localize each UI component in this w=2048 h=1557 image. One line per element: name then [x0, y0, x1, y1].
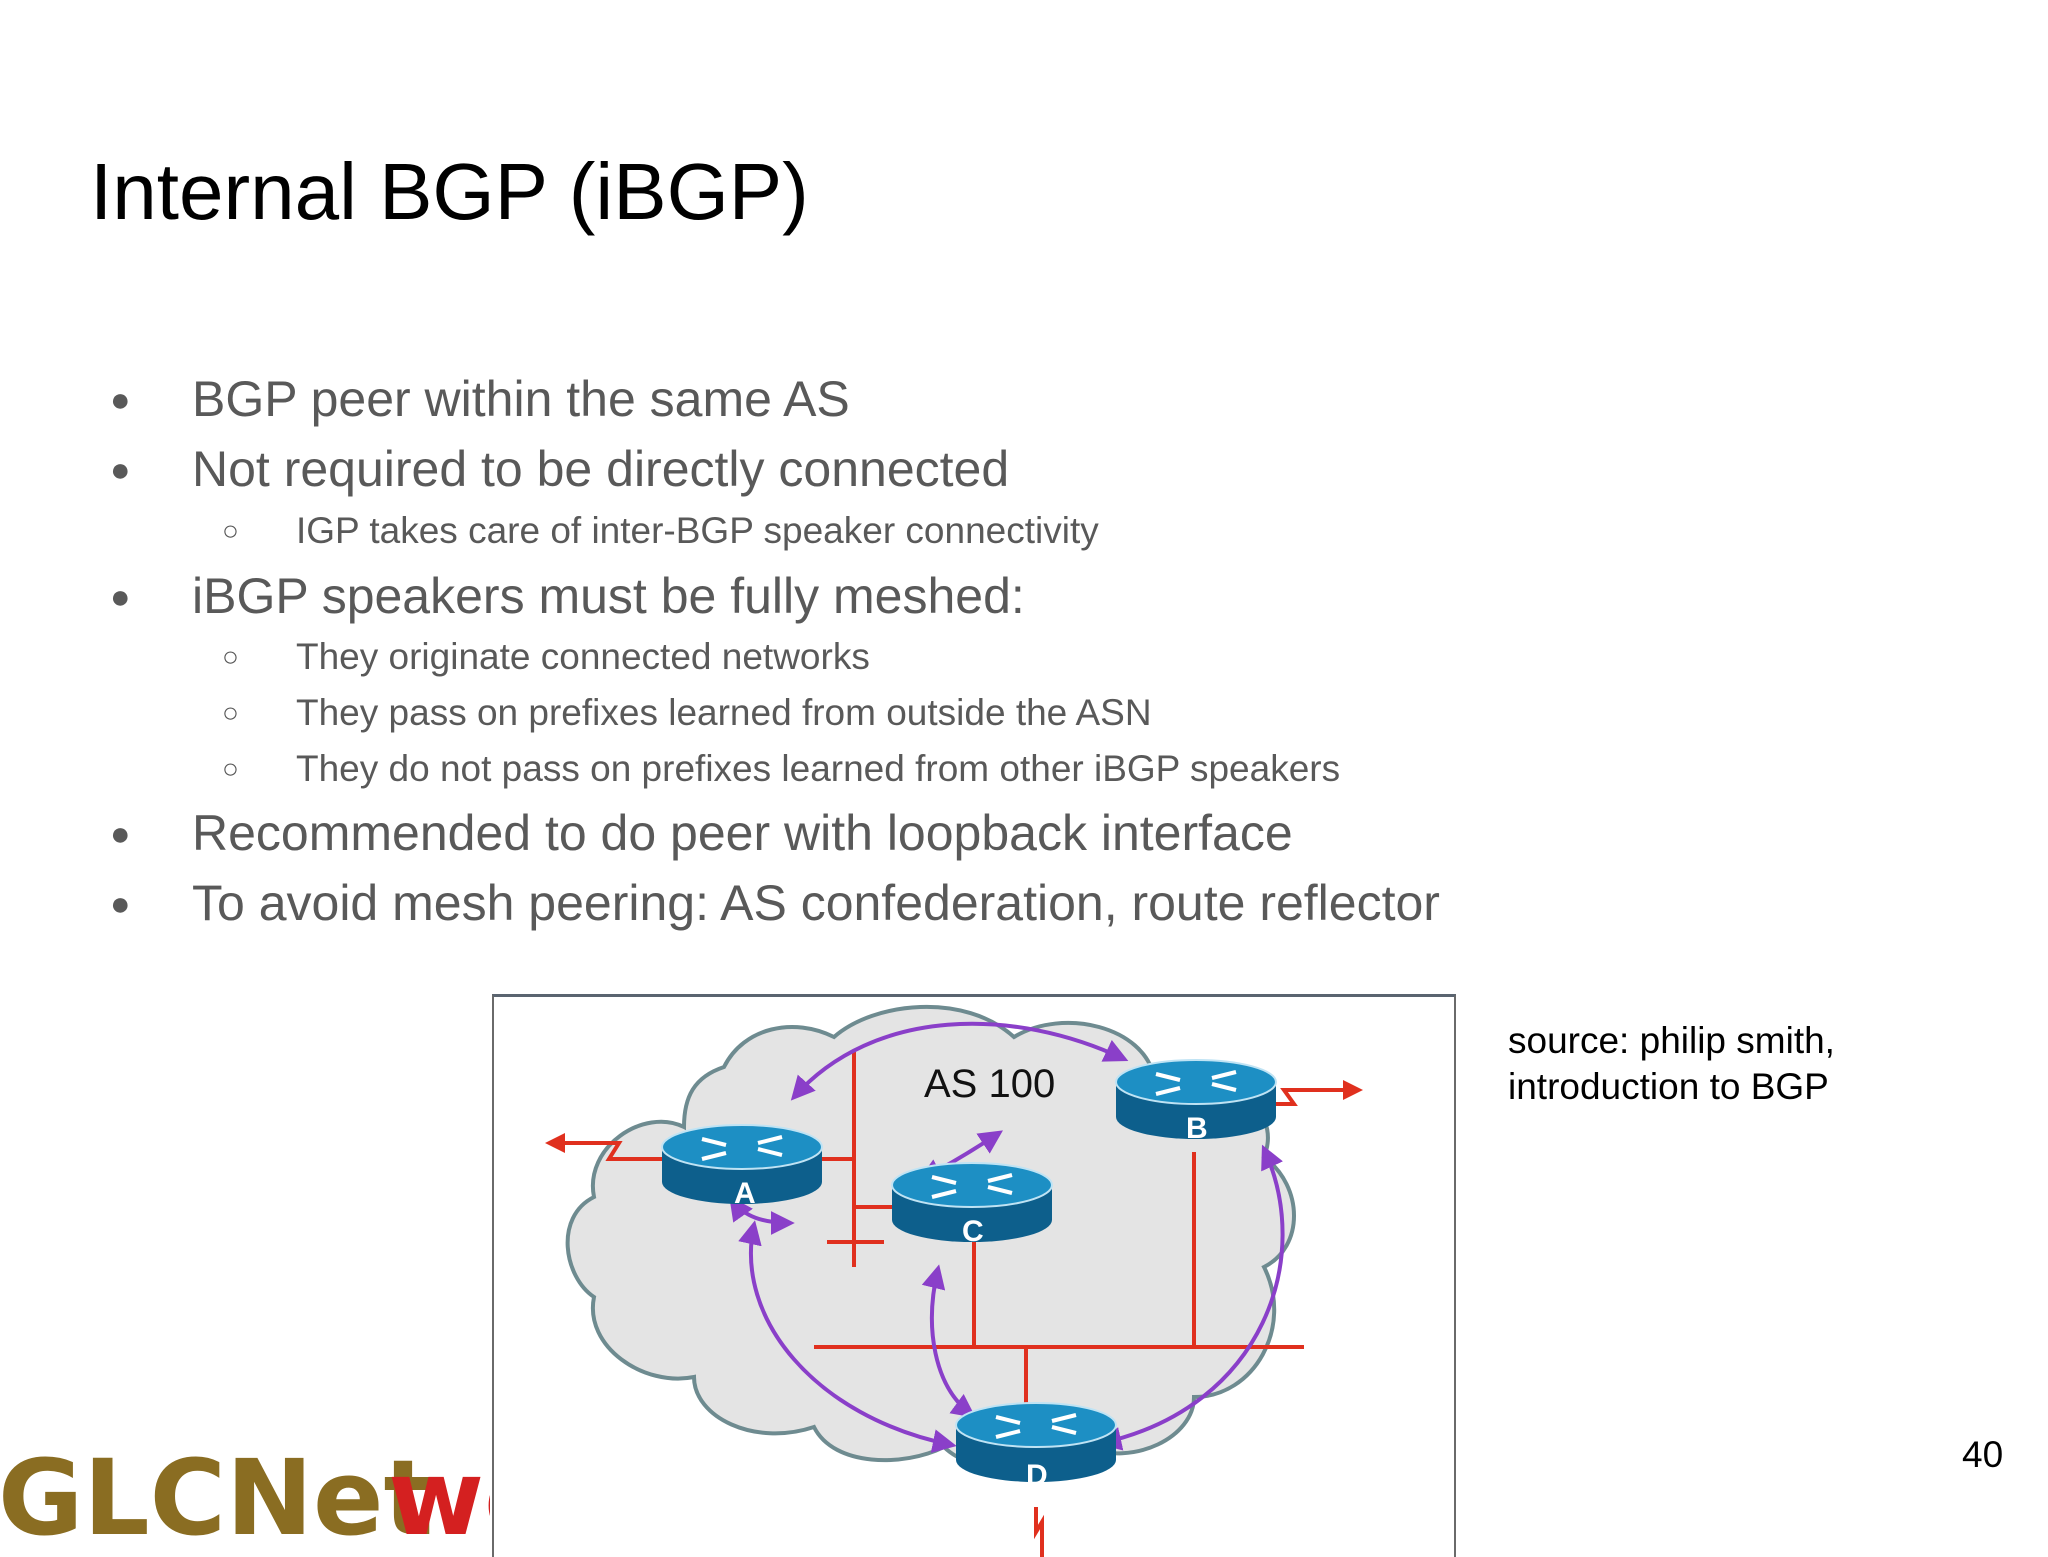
as-label: AS 100: [924, 1062, 1055, 1106]
ibgp-diagram: AS 100: [492, 994, 1456, 1557]
sub-bullet-marker: ○: [222, 697, 239, 728]
sub-bullet-marker: ○: [222, 753, 239, 784]
sub-bullet-text: IGP takes care of inter-BGP speaker conn…: [296, 510, 1099, 551]
bullet-marker: ●: [110, 815, 131, 853]
bullet-text: BGP peer within the same AS: [192, 371, 850, 427]
sub-bullet-text: They originate connected networks: [296, 636, 870, 677]
glcnetwork-logo: GLCNet wo: [0, 1440, 490, 1536]
page-number: 40: [1962, 1434, 2004, 1475]
ibgp-diagram-svg: AS 100: [545, 1004, 1363, 1557]
logo-svg: GLCNet wo: [0, 1440, 490, 1536]
sub-bullet-marker: ○: [222, 641, 239, 672]
bullet-text: To avoid mesh peering: AS confederation,…: [192, 875, 1440, 931]
bullet-text: iBGP speakers must be fully meshed:: [192, 568, 1025, 624]
bullet-marker: ●: [110, 451, 131, 489]
bullet-list: ● BGP peer within the same AS ● Not requ…: [110, 371, 1440, 931]
router-a: A: [661, 1124, 823, 1210]
sub-bullet-marker: ○: [222, 515, 239, 546]
router-a-label: A: [734, 1177, 756, 1210]
sub-bullet-text: They do not pass on prefixes learned fro…: [296, 748, 1341, 789]
source-caption-line-1: source: philip smith,: [1508, 1020, 1835, 1061]
bullet-text: Recommended to do peer with loopback int…: [192, 805, 1293, 861]
router-d: D: [955, 1402, 1117, 1492]
bullet-marker: ●: [110, 885, 131, 923]
ibgp-sessions: [729, 1021, 1285, 1453]
router-b-label: B: [1186, 1112, 1208, 1145]
router-c: C: [891, 1162, 1053, 1248]
sub-bullet-text: They pass on prefixes learned from outsi…: [296, 692, 1152, 733]
logo-text-part2: wo: [388, 1440, 490, 1536]
router-c-label: C: [962, 1215, 984, 1248]
source-caption: source: philip smith, introduction to BG…: [1508, 1018, 1835, 1110]
bullet-marker: ●: [110, 578, 131, 616]
router-d-label: D: [1026, 1459, 1048, 1492]
source-caption-line-2: introduction to BGP: [1508, 1066, 1829, 1107]
bullet-marker: ●: [110, 381, 131, 419]
slide-title: Internal BGP (iBGP): [90, 147, 809, 236]
bullet-text: Not required to be directly connected: [192, 441, 1010, 497]
logo-text-part1: GLCNet: [0, 1440, 433, 1536]
router-b: B: [1115, 1059, 1277, 1145]
